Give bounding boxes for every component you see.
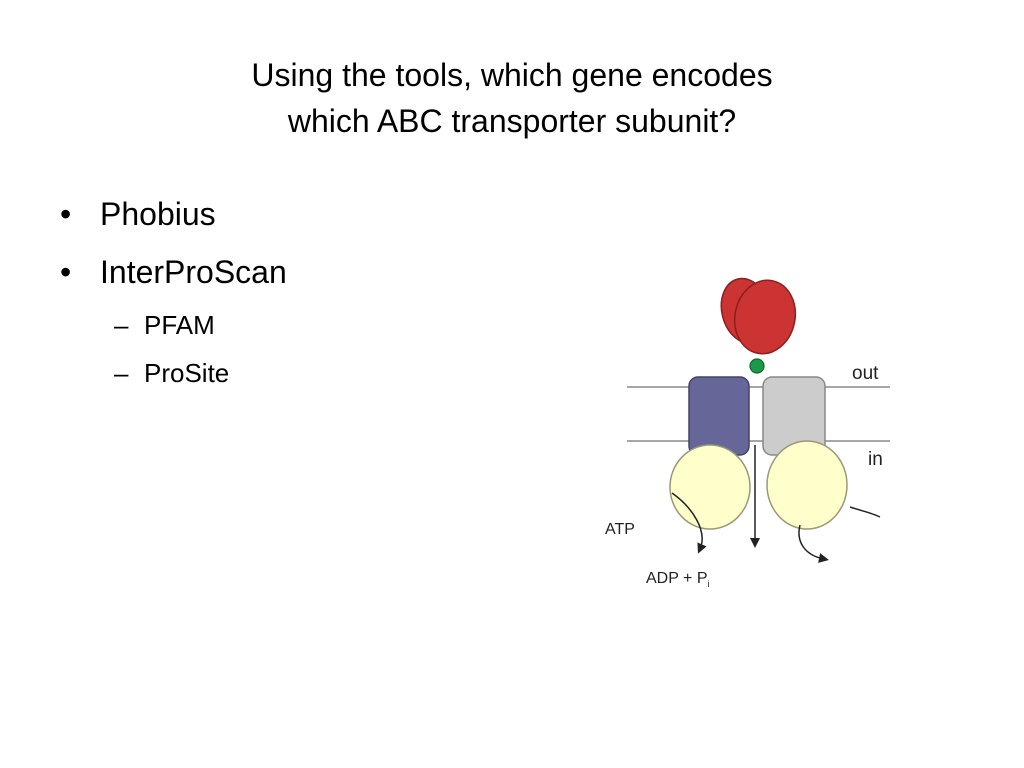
transmembrane-domain-left bbox=[688, 376, 750, 456]
label-adp-main: ADP + P bbox=[646, 570, 708, 587]
atp-hydrolysis-arrow-left bbox=[671, 492, 707, 554]
label-out: out bbox=[852, 363, 879, 384]
sub-bullet-text: ProSite bbox=[144, 358, 230, 388]
label-in: in bbox=[868, 449, 883, 470]
sub-bullet-mark: – bbox=[114, 310, 129, 340]
bullet-list: • Phobius • InterProScan – PFAM – ProSit… bbox=[60, 185, 580, 397]
bullet-interproscan: • InterProScan bbox=[60, 243, 580, 301]
bullet-text: Phobius bbox=[100, 196, 216, 232]
sub-bullet-pfam: – PFAM bbox=[60, 301, 580, 349]
atp-entry-curve-right bbox=[849, 506, 881, 518]
title-line-2: which ABC transporter subunit? bbox=[287, 103, 737, 139]
bullet-text: InterProScan bbox=[100, 254, 287, 290]
nucleotide-binding-domain-right bbox=[766, 440, 848, 530]
bullet-phobius: • Phobius bbox=[60, 185, 580, 243]
bullet-mark: • bbox=[60, 254, 72, 290]
bullet-mark: • bbox=[60, 196, 72, 232]
sub-bullet-prosite: – ProSite bbox=[60, 349, 580, 397]
sub-bullet-text: PFAM bbox=[144, 310, 215, 340]
title-line-1: Using the tools, which gene encodes bbox=[251, 57, 773, 93]
atp-hydrolysis-arrow-right bbox=[798, 524, 829, 563]
label-adp: ADP + Pi bbox=[646, 570, 710, 589]
nucleotide-binding-domain-left bbox=[669, 444, 751, 530]
label-atp: ATP bbox=[605, 521, 635, 538]
label-adp-subscript: i bbox=[708, 579, 710, 589]
abc-transporter-diagram: out in ATP ADP + Pi bbox=[600, 275, 900, 595]
binding-protein-lobe-front bbox=[733, 279, 797, 355]
slide-title: Using the tools, which gene encodes whic… bbox=[112, 52, 912, 144]
abc-transporter-svg: out in ATP ADP + Pi bbox=[605, 277, 890, 589]
sub-bullet-mark: – bbox=[114, 358, 129, 388]
substrate-molecule bbox=[749, 358, 765, 374]
